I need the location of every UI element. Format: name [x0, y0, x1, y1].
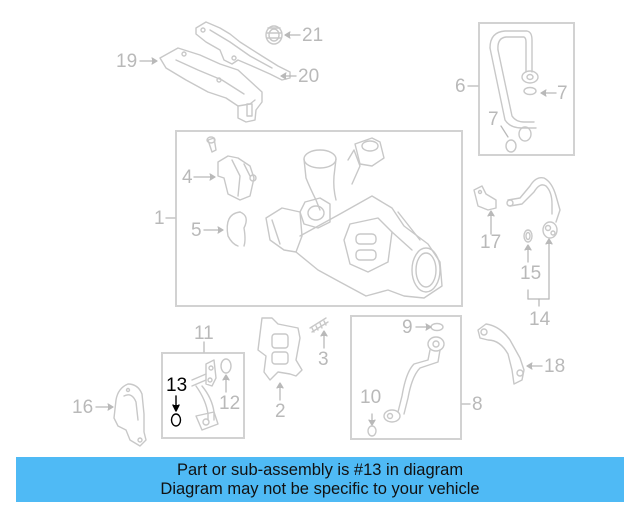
heat-shield-20-drawing: [195, 21, 291, 81]
clamp-5-drawing: [226, 211, 247, 247]
gasket-2-drawing: [257, 317, 303, 381]
callout-4[interactable]: 4: [182, 167, 193, 188]
callout-7-upper[interactable]: 7: [557, 83, 568, 104]
callout-12[interactable]: 12: [219, 393, 241, 414]
oil-feed-group-box: [478, 22, 575, 156]
heat-shield-19-drawing: [159, 47, 263, 123]
seal-15-drawing: [523, 229, 533, 243]
bracket-17-drawing: [473, 185, 497, 211]
callout-7-lower[interactable]: 7: [488, 109, 499, 130]
callout-16[interactable]: 16: [72, 397, 94, 418]
plug-21-drawing: [265, 25, 283, 45]
callout-leaders: [95, 31, 557, 426]
coolant-pipe-14-drawing: [506, 176, 561, 239]
actuator-4-drawing: [206, 136, 257, 201]
callout-20[interactable]: 20: [298, 66, 320, 87]
banner-line-disclaimer: Diagram may not be specific to your vehi…: [160, 480, 480, 498]
callout-5[interactable]: 5: [191, 220, 202, 241]
coolant-pipe-11-drawing: [191, 359, 219, 431]
bracket-18-drawing: [477, 323, 525, 385]
info-banner: Part or sub-assembly is #13 in diagram D…: [16, 457, 624, 502]
callout-19[interactable]: 19: [116, 51, 138, 72]
banner-line-part-number: Part or sub-assembly is #13 in diagram: [176, 461, 464, 479]
callout-1[interactable]: 1: [154, 208, 165, 229]
callout-21[interactable]: 21: [302, 25, 324, 46]
stud-3-drawing: [309, 317, 329, 333]
callout-13-highlighted[interactable]: 13: [166, 375, 188, 396]
o-ring-13-drawing: [170, 413, 182, 427]
callout-6[interactable]: 6: [455, 76, 466, 97]
oil-return-group-box: [350, 315, 462, 440]
coolant-pipe-group-box: [161, 352, 245, 439]
turbocharger-group-box: [175, 130, 463, 307]
turbocharger-drawing: [265, 137, 443, 299]
callout-3[interactable]: 3: [318, 349, 329, 370]
callout-11[interactable]: 11: [194, 323, 214, 344]
callout-17[interactable]: 17: [480, 232, 502, 253]
oil-feed-line-6-drawing: [489, 30, 539, 153]
callout-10[interactable]: 10: [360, 387, 382, 408]
oil-return-line-8-drawing: [383, 322, 445, 423]
callout-2[interactable]: 2: [275, 401, 286, 422]
callout-14[interactable]: 14: [529, 309, 551, 330]
seal-10-drawing: [367, 425, 377, 437]
callout-13-leader: [170, 395, 182, 427]
callout-18[interactable]: 18: [544, 356, 566, 377]
callout-9[interactable]: 9: [402, 317, 413, 338]
callout-8[interactable]: 8: [472, 394, 483, 415]
heat-shield-16-drawing: [113, 383, 147, 447]
callout-15[interactable]: 15: [520, 263, 542, 284]
seal-12-drawing: [220, 358, 232, 374]
